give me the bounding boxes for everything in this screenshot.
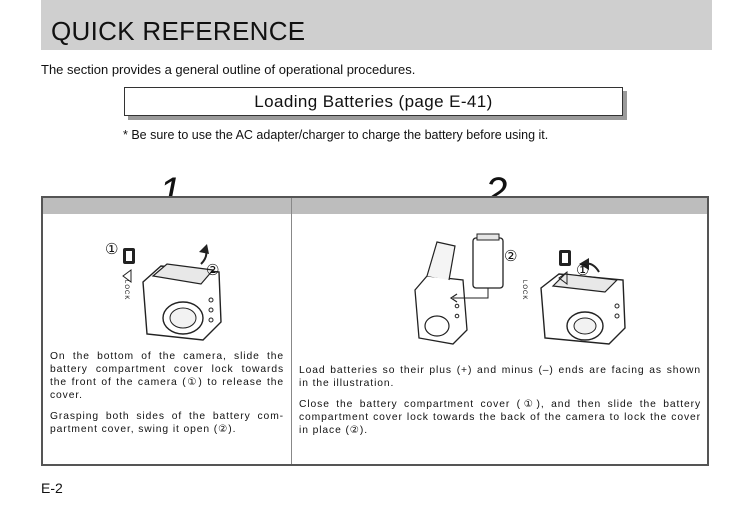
step-1-paragraph-2: Grasping both sides of the battery com-p… (50, 411, 284, 435)
page-header: QUICK REFERENCE (41, 0, 712, 50)
page-title: QUICK REFERENCE (51, 16, 306, 46)
step-2-description: Load batteries so their plus (+) and min… (299, 364, 701, 445)
camera-load-batteries-illustration (414, 233, 626, 345)
step-1-callout-1: ① (105, 241, 119, 258)
step-2-paragraph-1: Load batteries so their plus (+) and min… (299, 365, 701, 389)
page-number: E-2 (41, 480, 63, 496)
steps-table: ① ② LOCK ② ① LOCK On the bottom of the c… (41, 196, 709, 466)
battery-note: * Be sure to use the AC adapter/charger … (123, 128, 549, 142)
topic-title: Loading Batteries (page E-41) (254, 92, 493, 111)
step-1-paragraph-1: On the bottom of the camera, slide the b… (50, 351, 284, 401)
step-1-callout-2: ② (206, 262, 220, 279)
intro-text: The section provides a general outline o… (41, 62, 416, 77)
step-2-callout-2: ② (504, 248, 518, 265)
step-2-lock-label: LOCK (521, 280, 527, 301)
column-divider (291, 198, 292, 464)
step-1-description: On the bottom of the camera, slide the b… (50, 350, 284, 444)
step-2-callout-1: ① (576, 262, 590, 279)
topic-title-box: Loading Batteries (page E-41) (124, 87, 623, 116)
step-2-paragraph-2: Close the battery compartment cover (①),… (299, 399, 701, 436)
steps-header-bar (43, 198, 707, 214)
camera-open-cover-illustration (122, 244, 222, 341)
step-1-lock-label: LOCK (123, 280, 129, 301)
